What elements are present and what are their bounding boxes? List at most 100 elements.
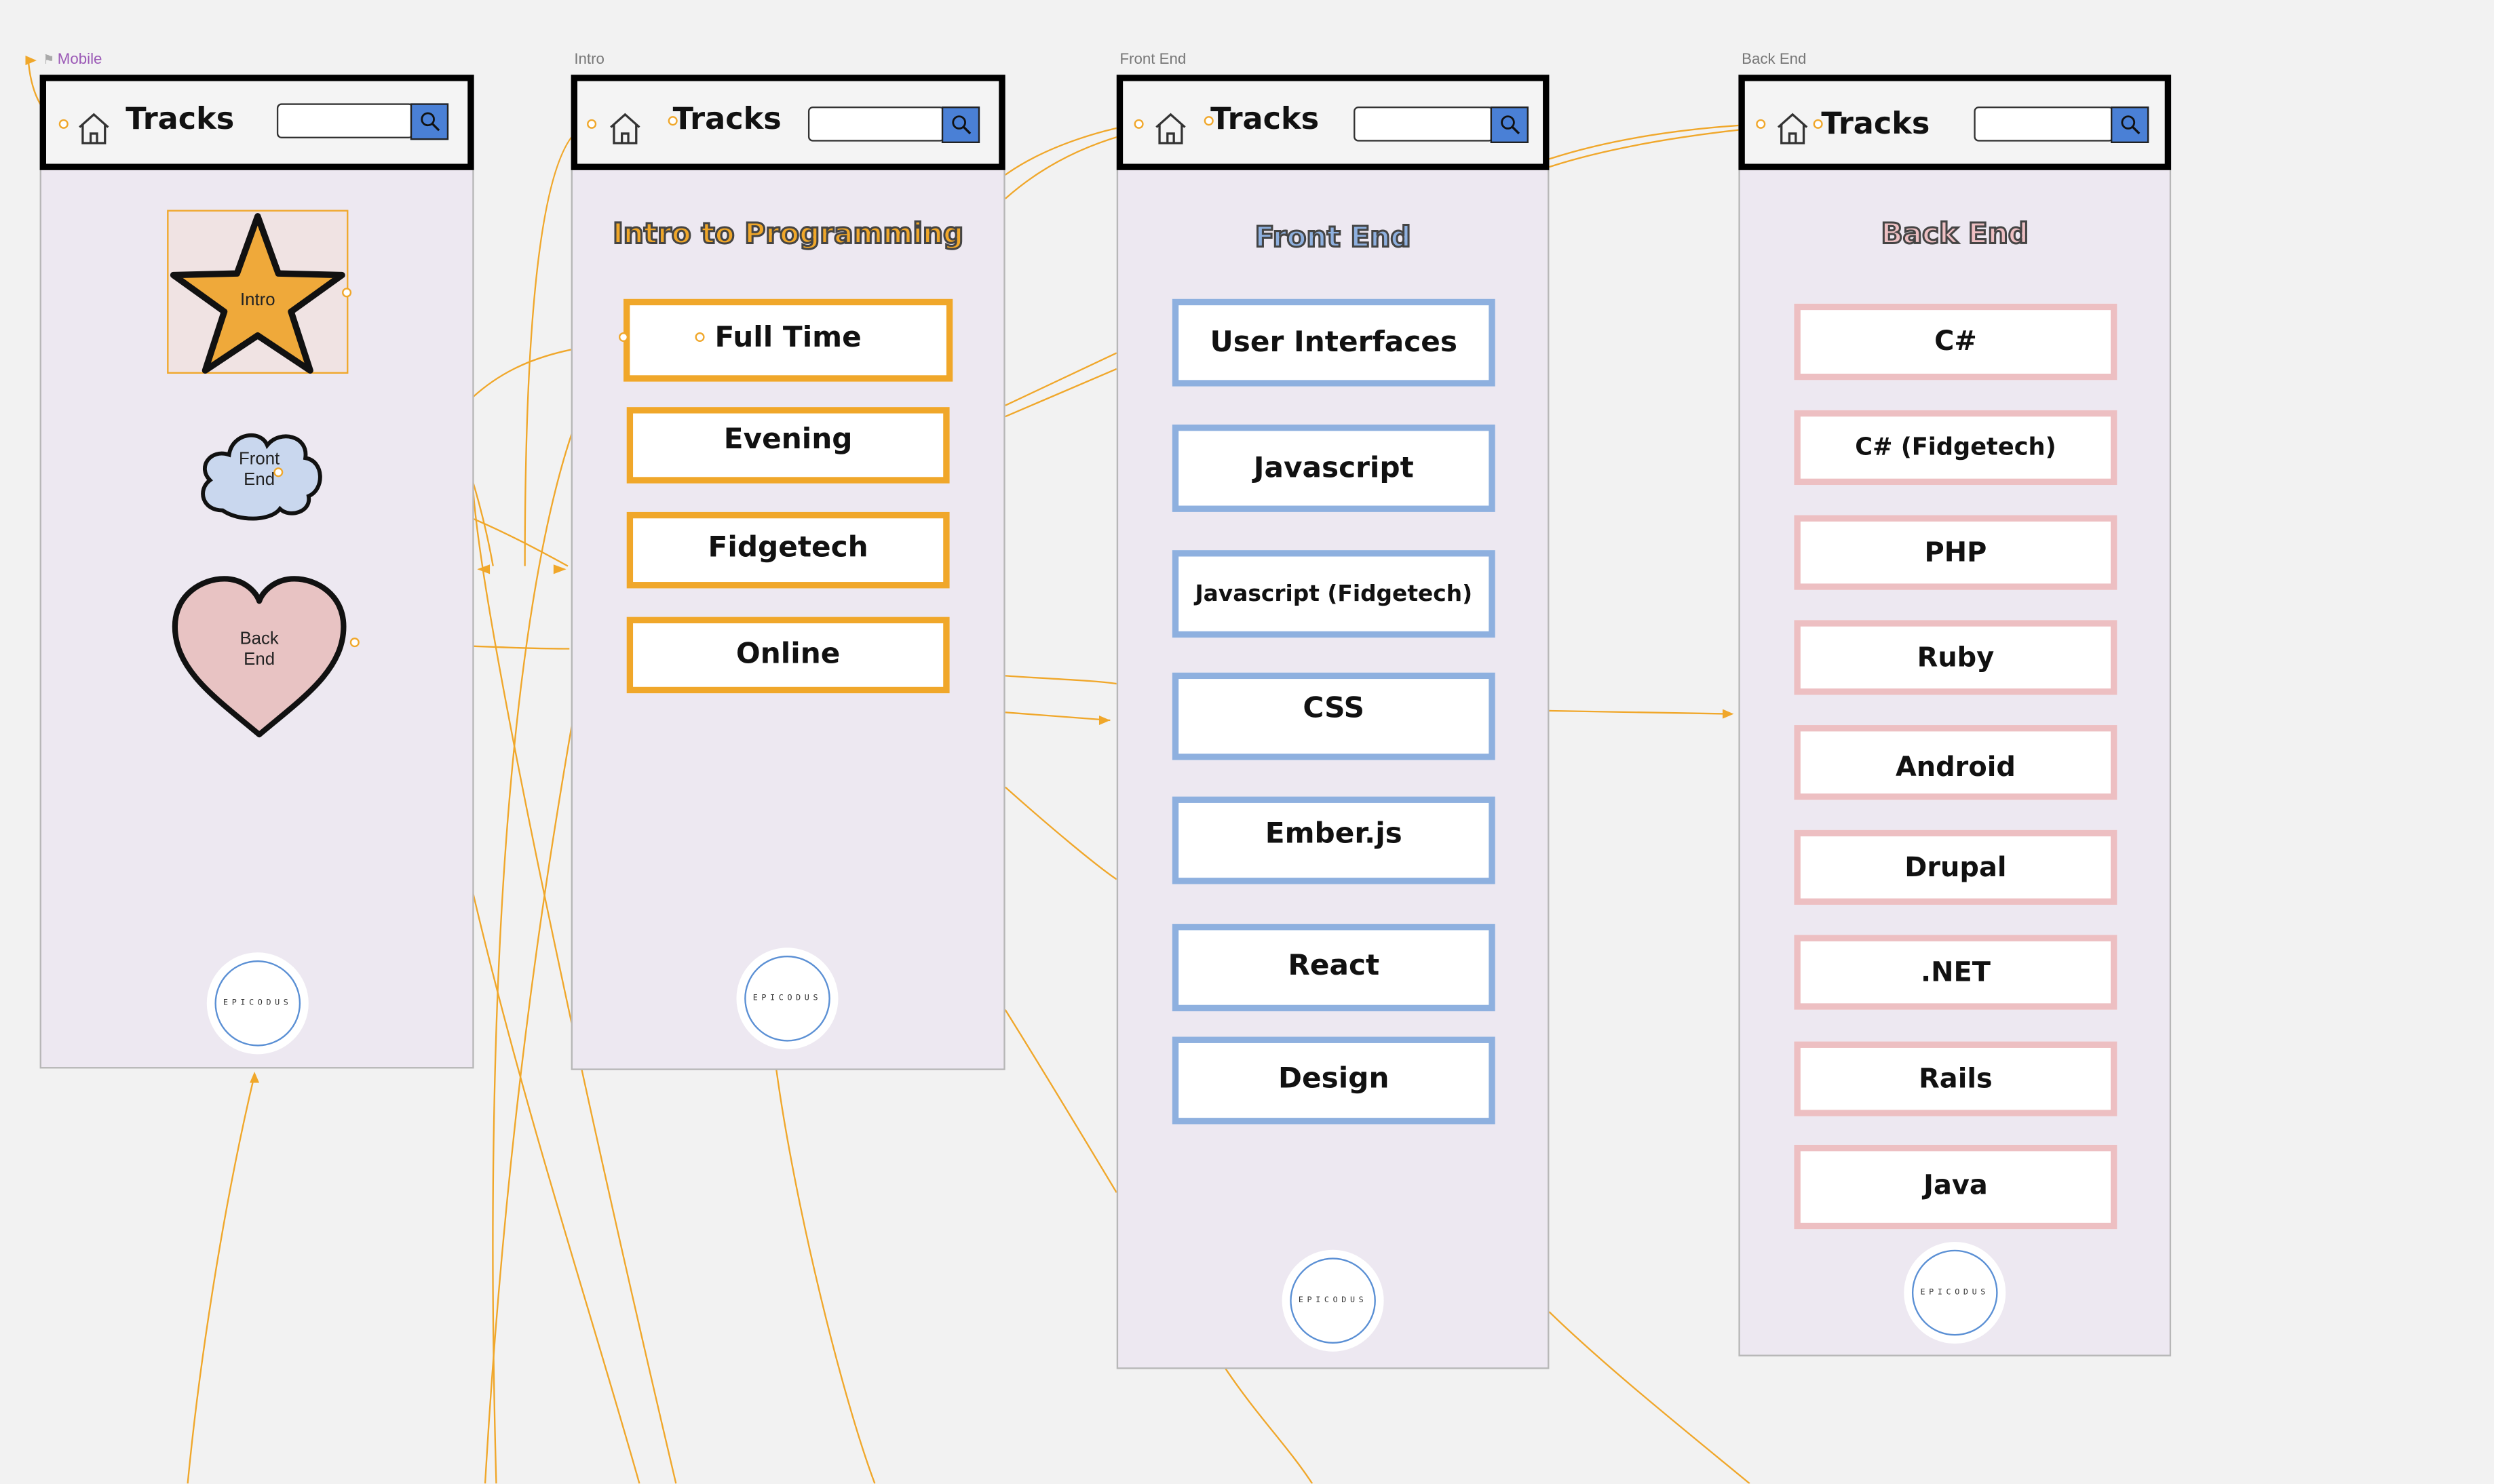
connector-line (187, 1074, 256, 1484)
logo-text: EPICODUS (223, 998, 292, 1009)
search-button[interactable] (1490, 106, 1529, 143)
arrowhead (250, 1072, 260, 1083)
search-icon (1500, 115, 1519, 135)
star-icon (170, 213, 345, 374)
arrowhead (1722, 709, 1734, 719)
frame-intro: Tracks Intro to Programming Full Time Ev… (571, 75, 1005, 1070)
search-button[interactable] (2111, 106, 2149, 143)
back-end-button-csharp-fidgetech[interactable]: C# (Fidgetech) (1794, 410, 2117, 486)
back-end-button-csharp[interactable]: C# (1794, 303, 2117, 380)
shape-label-line: Back (239, 629, 279, 649)
search-input[interactable] (276, 103, 414, 138)
header-bar: Tracks (39, 75, 474, 170)
search-icon (420, 112, 440, 132)
header-title: Tracks (126, 102, 235, 137)
connector-line (472, 890, 640, 1484)
logo-ring: EPICODUS (744, 955, 830, 1042)
logo-ring: EPICODUS (1290, 1257, 1376, 1344)
connector-line (1005, 711, 1111, 722)
front-end-button-javascript-fidgetech[interactable]: Javascript (Fidgetech) (1172, 550, 1495, 638)
search-box[interactable] (807, 106, 983, 144)
back-end-button-drupal[interactable]: Drupal (1794, 829, 2117, 905)
home-icon[interactable] (1151, 110, 1189, 148)
home-icon[interactable] (75, 110, 113, 148)
back-end-button-android[interactable]: Android (1794, 725, 2117, 800)
cloud-icon (201, 433, 322, 521)
page-title: Intro to Programming (612, 217, 965, 252)
page-title: Front End (1254, 220, 1412, 255)
epicodus-logo[interactable]: EPICODUS (1904, 1241, 2006, 1344)
connector-line (775, 1068, 876, 1484)
shape-label-line: End (244, 470, 275, 490)
intro-star-selection[interactable]: Intro (167, 210, 349, 374)
connector-line (1548, 1311, 1750, 1484)
connector-line (1005, 675, 1117, 685)
home-icon[interactable] (606, 110, 644, 148)
heart-icon (172, 576, 347, 738)
search-input[interactable] (1974, 106, 2114, 142)
frame-label-mobile[interactable]: ⚑Mobile (43, 51, 102, 69)
connector-line (1549, 123, 1761, 160)
search-input[interactable] (1354, 106, 1494, 142)
front-end-button-css[interactable]: CSS (1172, 672, 1495, 760)
back-end-button-java[interactable]: Java (1794, 1144, 2117, 1230)
connector-line (1549, 709, 1731, 715)
arrowhead (477, 564, 491, 574)
back-end-button-php[interactable]: PHP (1794, 515, 2117, 590)
frame-back-end: Tracks Back End C# C# (Fidgetech) PHP Ru… (1738, 75, 2172, 1356)
intro-button-evening[interactable]: Evening (626, 407, 950, 484)
search-button[interactable] (941, 106, 980, 143)
frame-label-intro[interactable]: Intro (574, 51, 605, 69)
page-title: Back End (1880, 217, 2030, 252)
logo-ring: EPICODUS (1911, 1249, 1998, 1336)
frame-front-end: Tracks Front End User Interfaces Javascr… (1116, 75, 1550, 1369)
intro-button-full-time[interactable]: Full Time (624, 298, 953, 382)
back-end-button-ruby[interactable]: Ruby (1794, 620, 2117, 695)
search-icon (951, 115, 971, 135)
back-end-button-dotnet[interactable]: .NET (1794, 935, 2117, 1010)
home-icon[interactable] (1773, 110, 1811, 148)
frame-label-text: Mobile (57, 51, 102, 69)
connector-line (1004, 1009, 1117, 1193)
frame-label-back-end[interactable]: Back End (1742, 51, 1807, 69)
search-box[interactable] (1354, 106, 1529, 144)
arrowhead (25, 56, 37, 66)
epicodus-logo[interactable]: EPICODUS (736, 948, 839, 1050)
search-box[interactable] (276, 103, 452, 141)
front-end-button-javascript[interactable]: Javascript (1172, 424, 1495, 512)
search-box[interactable] (1974, 106, 2149, 144)
arrowhead (553, 564, 567, 574)
epicodus-logo[interactable]: EPICODUS (206, 952, 309, 1055)
header-title: Tracks (1210, 102, 1320, 137)
header-title: Tracks (672, 102, 782, 137)
connector-line (1005, 368, 1117, 418)
logo-text: EPICODUS (1298, 1295, 1368, 1306)
front-end-button-ember[interactable]: Ember.js (1172, 796, 1495, 884)
connector-line (1004, 786, 1117, 880)
connector-line (472, 477, 677, 1484)
search-icon (2120, 115, 2140, 135)
front-end-button-user-interfaces[interactable]: User Interfaces (1172, 298, 1495, 387)
logo-text: EPICODUS (752, 994, 822, 1004)
connector-line (1224, 1367, 1313, 1484)
frame-label-front-end[interactable]: Front End (1119, 51, 1187, 69)
shape-label-intro: Intro (239, 291, 275, 311)
search-input[interactable] (807, 106, 945, 142)
logo-ring: EPICODUS (214, 960, 301, 1047)
flag-icon: ⚑ (43, 52, 55, 67)
header-bar: Tracks (1738, 75, 2172, 170)
intro-button-online[interactable]: Online (626, 617, 950, 694)
back-end-button-rails[interactable]: Rails (1794, 1041, 2117, 1116)
intro-button-fidgetech[interactable]: Fidgetech (626, 511, 950, 589)
search-button[interactable] (410, 103, 449, 140)
epicodus-logo[interactable]: EPICODUS (1282, 1249, 1384, 1352)
logo-text: EPICODUS (1920, 1287, 1990, 1298)
front-end-button-design[interactable]: Design (1172, 1036, 1495, 1125)
connector-line (1005, 352, 1117, 406)
front-end-button-react[interactable]: React (1172, 924, 1495, 1012)
